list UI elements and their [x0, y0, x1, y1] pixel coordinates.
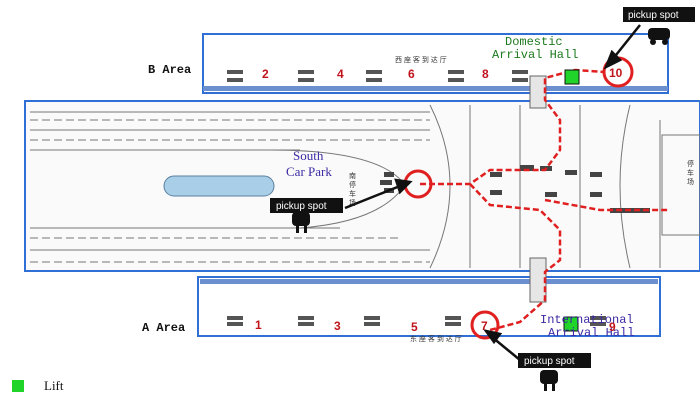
lake	[163, 175, 275, 197]
central-roads-frame	[24, 100, 700, 272]
pickup-label-top: pickup spot	[628, 10, 679, 21]
domestic-hall-line2: Arrival Hall	[492, 48, 578, 62]
a-area-label: A Area	[142, 321, 185, 335]
north-walkway	[529, 75, 547, 109]
car-icon-middle	[292, 212, 310, 233]
pickup-arrows	[344, 24, 641, 361]
road-lanes	[30, 104, 661, 269]
lift-icon-legend	[12, 380, 24, 392]
international-hall-line1: International	[540, 313, 634, 327]
red-circle-international	[470, 310, 500, 340]
car-icon-top	[648, 28, 670, 45]
international-hall-line2: Arrival Hall	[548, 326, 634, 340]
a-area-curb	[200, 279, 658, 284]
b-area-label: B Area	[148, 63, 191, 77]
gate-b-2: 2	[262, 67, 269, 81]
south-walkway	[529, 257, 547, 303]
south-car-park-line1: South	[293, 148, 324, 163]
legend-lift-label: Lift	[44, 378, 64, 393]
pickup-label-middle-bg	[270, 198, 343, 213]
b-area-chinese-label: 西 座 客 到 达 厅	[395, 55, 447, 64]
pickup-label-bottom-bg	[518, 353, 591, 368]
gate-b-6: 6	[408, 67, 415, 81]
right-chinese-label: 停 车 场	[687, 159, 695, 186]
a-area-frame	[197, 276, 661, 337]
b-area-doors	[227, 70, 528, 82]
pickup-label-top-bg	[623, 7, 695, 22]
lift-icon-domestic	[564, 69, 580, 85]
b-area-frame	[202, 33, 669, 94]
car-icons	[292, 28, 670, 391]
park-chinese-label: 南 停 车 场	[349, 171, 357, 207]
gate-a-5: 5	[411, 320, 418, 334]
gate-b-8: 8	[482, 67, 489, 81]
pickup-label-middle: pickup spot	[276, 201, 327, 212]
right-building	[661, 134, 700, 236]
domestic-hall-line1: Domestic	[505, 35, 563, 49]
route-path	[420, 68, 670, 332]
b-area-curb	[203, 86, 668, 91]
a-area-doors	[227, 316, 606, 326]
gate-b-10: 10	[609, 66, 623, 80]
gate-b-4: 4	[337, 67, 344, 81]
a-area-chinese-label: 东 座 客 到 达 厅	[410, 334, 462, 343]
gate-a-1: 1	[255, 318, 262, 332]
gate-a-9: 9	[609, 320, 616, 334]
pickup-label-bottom: pickup spot	[524, 356, 575, 367]
south-car-park-line2: Car Park	[286, 164, 332, 179]
lift-icon-international	[563, 316, 579, 332]
car-icon-bottom	[540, 370, 558, 391]
gate-a-7: 7	[481, 319, 488, 333]
gate-a-3: 3	[334, 319, 341, 333]
